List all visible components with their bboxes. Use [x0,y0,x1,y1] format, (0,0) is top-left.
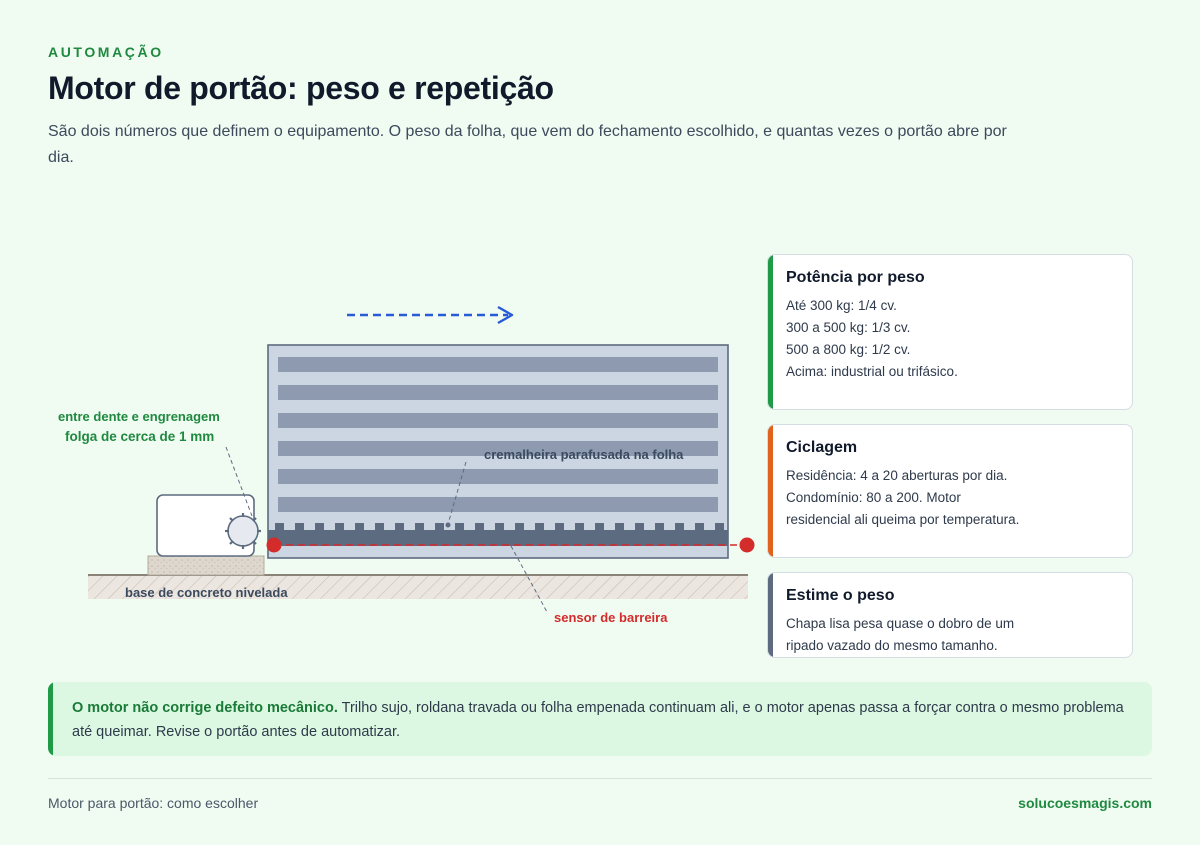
card-line: ripado vazado do mesmo tamanho. [786,638,998,653]
card-line: 500 a 800 kg: 1/2 cv. [786,342,911,357]
gear-rack-teeth [275,523,724,531]
card-title: Estime o peso [786,587,895,604]
ground [88,575,748,599]
page-subtitle: São dois números que definem o equipamen… [48,123,1007,166]
card-line: Chapa lisa pesa quase o dobro de um [786,616,1015,631]
card-line: Residência: 4 a 20 aberturas por dia. [786,468,1008,483]
sensor-receiver [739,537,755,553]
note-bold: O motor não corrige defeito mecânico. [72,700,338,716]
gate-slats [278,357,718,512]
footer-site: solucoesmagis.com [1018,795,1152,811]
gear-rack [268,530,728,546]
card-line: residencial ali queima por temperatura. [786,512,1020,527]
opening-arrow-head [497,305,514,325]
gate-diagram-svg [88,305,755,613]
gate-diagram: entre dente e engrenagem folga de cerca … [0,240,760,660]
base-label: base de concreto nivelada [125,585,288,600]
card-line: Acima: industrial ou trifásico. [786,364,958,379]
card-line: 300 a 500 kg: 1/3 cv. [786,320,911,335]
rack-label: cremalheira parafusada na folha [484,447,684,462]
eyebrow: AUTOMAÇÃO [48,44,164,60]
card-cycling: Ciclagem Residência: 4 a 20 aberturas po… [767,424,1133,558]
card-line: Condomínio: 80 a 200. Motor [786,490,961,505]
gap-label-line1: entre dente e engrenagem [58,409,220,424]
leader-sensor [510,545,548,613]
card-title: Potência por peso [786,269,925,286]
sensor-emitter [266,537,282,553]
warning-note: O motor não corrige defeito mecânico. Tr… [48,682,1152,756]
note-text: Trilho sujo, roldana travada ou folha em… [72,700,1124,740]
card-line: Até 300 kg: 1/4 cv. [786,298,897,313]
card-estimate-weight: Estime o peso Chapa lisa pesa quase o do… [767,572,1133,658]
footer-title: Motor para portão: como escolher [48,795,259,811]
gap-label-line2: folga de cerca de 1 mm [65,429,215,444]
leader-gap [225,446,253,517]
card-power-by-weight: Potência por peso Até 300 kg: 1/4 cv. 30… [767,254,1133,410]
leader-rack [447,461,467,525]
page-title: Motor de portão: peso e repetição [48,70,554,106]
card-title: Ciclagem [786,439,858,456]
concrete-base [147,555,265,576]
sensor-label: sensor de barreira [554,610,668,625]
motor-gear-teeth [225,513,261,549]
footer-divider [48,778,1152,779]
